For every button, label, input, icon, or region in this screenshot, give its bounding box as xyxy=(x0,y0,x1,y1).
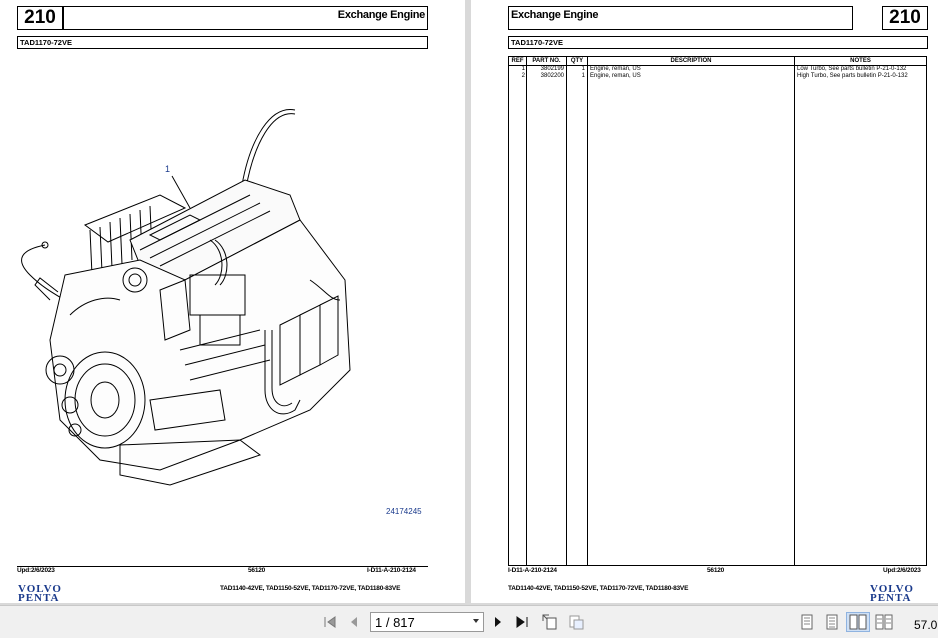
table-row-qty: 1 xyxy=(581,66,585,72)
logo-line-1: VOLVO xyxy=(18,583,62,595)
table-header-rule xyxy=(509,65,926,66)
table-row-ref: 2 xyxy=(521,73,525,79)
previous-page-button[interactable] xyxy=(346,612,362,632)
callout-number: 1 xyxy=(165,164,171,174)
col-divider xyxy=(566,57,567,565)
section-title: Exchange Engine xyxy=(337,9,426,21)
col-divider xyxy=(526,57,527,565)
rotate-back-button[interactable] xyxy=(566,612,586,632)
footer-models: TAD1140-42VE, TAD1150-52VE, TAD1170-72VE… xyxy=(508,585,689,592)
col-divider xyxy=(587,57,588,565)
section-number-box: 210 xyxy=(17,6,63,30)
model-label: TAD1170-72VE xyxy=(511,38,563,47)
logo-line-2: PENTA xyxy=(18,592,60,604)
two-page-icon xyxy=(849,614,867,630)
footer-updated: Upd:2/6/2023 xyxy=(883,567,921,574)
section-title-box: Exchange Engine xyxy=(63,6,428,30)
section-number-box: 210 xyxy=(882,6,928,30)
rotate-button[interactable] xyxy=(540,612,560,632)
table-row-notes: Low Turbo, See parts bulletin P-21-0-132 xyxy=(797,66,907,72)
header-ref: REF xyxy=(511,58,524,64)
next-page-button[interactable] xyxy=(490,612,506,632)
header-qty: QTY xyxy=(570,58,584,64)
table-row-description: Engine, reman, US xyxy=(590,66,641,72)
col-divider xyxy=(794,57,795,565)
two-page-view-button[interactable] xyxy=(846,612,870,632)
footer-code: 56120 xyxy=(248,567,266,574)
last-page-button[interactable] xyxy=(514,612,530,632)
viewer-toolbar: 1 / 817 57.0 xyxy=(0,605,938,638)
continuous-page-icon xyxy=(826,614,838,630)
single-page-icon xyxy=(801,614,813,630)
table-row-part-no: 3802199 xyxy=(540,66,564,72)
footer-updated: Upd:2/6/2023 xyxy=(17,567,55,574)
page-select[interactable]: 1 / 817 xyxy=(370,612,484,632)
header-description: DESCRIPTION xyxy=(670,58,712,64)
first-page-icon xyxy=(324,616,336,628)
model-box: TAD1170-72VE xyxy=(17,36,428,49)
parts-table: REF PART NO. QTY DESCRIPTION NOTES 1 380… xyxy=(508,56,927,566)
table-row-part-no: 3802200 xyxy=(540,73,564,79)
volvo-penta-logo: VOLVO PENTA xyxy=(18,583,62,604)
rotate-back-icon xyxy=(569,615,584,630)
single-page-view-button[interactable] xyxy=(797,612,817,632)
header-part-no: PART NO. xyxy=(532,58,561,64)
chevron-down-icon xyxy=(473,619,479,623)
continuous-view-button[interactable] xyxy=(822,612,842,632)
model-label: TAD1170-72VE xyxy=(20,38,72,47)
model-box: TAD1170-72VE xyxy=(508,36,928,49)
page-right: Exchange Engine 210 TAD1170-72VE REF PAR… xyxy=(471,0,938,604)
illustration-id: 24174245 xyxy=(386,507,422,516)
zoom-level[interactable]: 57.0 xyxy=(914,618,938,632)
section-title-box: Exchange Engine xyxy=(508,6,853,30)
next-page-icon xyxy=(495,617,501,627)
rotate-page-icon xyxy=(542,614,557,630)
section-number: 210 xyxy=(889,7,921,28)
engine-illustration xyxy=(21,109,351,486)
table-row-notes: High Turbo, See parts bulletin P-21-0-13… xyxy=(797,73,908,79)
footer-ref: I-D11-A-210-2124 xyxy=(508,567,557,574)
last-page-icon xyxy=(516,616,528,628)
page-indicator: 1 / 817 xyxy=(375,614,415,630)
footer-ref: I-D11-A-210-2124 xyxy=(367,567,416,574)
previous-page-icon xyxy=(351,617,357,627)
table-row-qty: 1 xyxy=(581,73,585,79)
footer-code: 56120 xyxy=(707,567,725,574)
page-left: 210 Exchange Engine TAD1170-72VE xyxy=(0,0,465,604)
first-page-button[interactable] xyxy=(322,612,338,632)
two-page-continuous-icon xyxy=(875,614,893,630)
volvo-penta-logo: VOLVO PENTA xyxy=(870,583,914,604)
section-title: Exchange Engine xyxy=(511,9,599,21)
header-notes: NOTES xyxy=(850,58,871,64)
footer-rule xyxy=(17,566,428,567)
logo-line-1: VOLVO xyxy=(870,583,914,595)
two-page-continuous-button[interactable] xyxy=(874,612,894,632)
table-row-description: Engine, reman, US xyxy=(590,73,641,79)
logo-line-2: PENTA xyxy=(870,592,912,604)
section-number: 210 xyxy=(24,7,56,28)
table-row-ref: 1 xyxy=(521,66,525,72)
footer-models: TAD1140-42VE, TAD1150-52VE, TAD1170-72VE… xyxy=(220,585,401,592)
